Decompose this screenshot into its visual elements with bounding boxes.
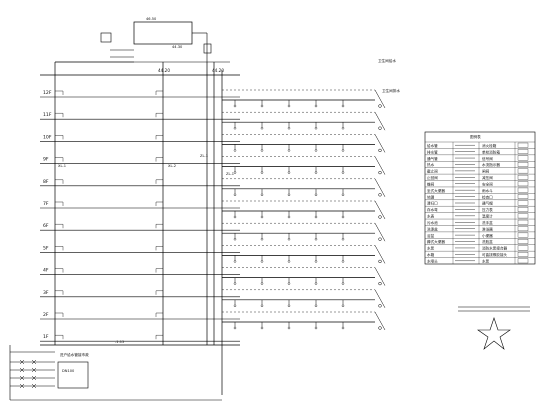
riser-label-2: XL-2 [168, 164, 176, 168]
inlet-valves [10, 359, 55, 389]
legend-item-label: 水箱 [427, 252, 435, 257]
legend-item-label: 水流指示器 [482, 162, 500, 167]
branch-line [222, 200, 386, 220]
legend-item-label: 单栓消防箱 [482, 149, 500, 154]
floor-labels: 12F 11F 10F 9F 8F 7F 6F 5F 4F 3F 2F 1F [43, 90, 52, 340]
legend-item-label: 检查口 [482, 194, 493, 199]
legend-item-label: 蝶阀 [427, 181, 435, 186]
floor-label: 3F [43, 290, 49, 296]
legend-item-label: 洗手盆 [482, 220, 493, 225]
legend-item-label: 水泵 [427, 246, 435, 251]
branch-line [222, 267, 386, 286]
legend-item-label: 消火栓箱 [482, 143, 497, 148]
floor-label: 1F [43, 334, 49, 340]
legend-item-label: 截止阀 [427, 169, 438, 174]
legend-item-label: 给水管 [427, 143, 438, 148]
right-tag-1: 卫生间给水 [378, 58, 396, 63]
floor-lines [40, 90, 240, 342]
legend-item-label: 坐式大便器 [427, 188, 445, 193]
riser-label-1: XL-1 [58, 164, 66, 168]
legend-item-label: 消防水泵接合器 [482, 246, 508, 251]
legend-item-label: 浴盆 [427, 233, 435, 238]
floor-label: 5F [43, 245, 49, 251]
legend-item-label: 可曲挠橡胶接头 [482, 252, 508, 257]
compass-symbol [458, 306, 530, 350]
riser-label-4: ZL-1 [226, 172, 234, 176]
branch-line [222, 178, 386, 197]
branch-line [222, 289, 386, 308]
branch-line [222, 156, 386, 175]
bottom-note: 进户给水管接市政 [60, 352, 89, 357]
tank-elevation-mid: 44.30 [172, 45, 183, 49]
legend-item-label: 存水弯 [427, 207, 438, 212]
legend-item-label: 水喷头 [427, 259, 438, 264]
ground-elevation: -1.15 [115, 340, 124, 344]
legend-item-label: 通气帽 [482, 201, 493, 206]
right-tag-2: 卫生间排水 [382, 88, 400, 93]
legend-item-label: 小便器 [482, 233, 493, 238]
legend-item-label: 地漏 [427, 194, 435, 199]
legend-item-label: 水泵 [482, 259, 490, 264]
legend-title: 图例表 [470, 134, 481, 139]
roof-elevation-right: 44.20 [212, 68, 224, 73]
branch-line [222, 111, 386, 131]
vent-box [203, 43, 212, 54]
pump-box [100, 32, 112, 43]
legend-item-label: 蹲式大便器 [427, 239, 445, 244]
branch-line [222, 134, 386, 153]
branch-line [222, 222, 386, 242]
legend-item-label: 安全阀 [482, 181, 493, 186]
floor-label: 8F [43, 179, 49, 185]
legend-item-label: 温度计 [482, 214, 493, 219]
legend-item-label: 雨水斗 [482, 188, 493, 193]
floor-branches [222, 89, 386, 331]
legend-item-label: 止回阀 [427, 175, 438, 180]
legend-item-label: 通气管 [427, 156, 438, 161]
floor-label: 11F [43, 112, 52, 118]
tank-elevation-top: 46.50 [146, 17, 157, 21]
floor-label: 4F [43, 268, 49, 274]
floor-label: 12F [43, 90, 52, 96]
floor-label: 6F [43, 223, 49, 229]
branch-line [222, 245, 386, 264]
legend-item-label: 洗脸盆 [482, 239, 493, 244]
legend-item-label: 水表 [427, 214, 435, 219]
legend-item-label: 排水管 [427, 149, 438, 154]
legend-item-label: 清扫口 [427, 201, 438, 206]
legend-item-label: 污水池 [427, 220, 438, 225]
meter-box [57, 361, 89, 389]
floor-label: 10F [43, 134, 52, 140]
legend-item-label: 压力表 [482, 207, 493, 212]
legend-item-label: 减压阀 [482, 175, 493, 180]
floor-label: 2F [43, 312, 49, 318]
legend-item-label: 淋浴器 [482, 226, 493, 231]
legend-item-label: 洗涤盆 [427, 226, 438, 231]
riser-label-3: ZL-1 [200, 154, 208, 158]
legend-item-label: 热水 [427, 162, 435, 167]
roof-elevation-left: 44.20 [158, 68, 170, 73]
legend-item-label: 信号阀 [482, 156, 493, 161]
bottom-small: DN100 [62, 369, 75, 373]
floor-label: 9F [43, 157, 49, 163]
roof-tank [133, 21, 193, 45]
branch-line [222, 311, 386, 331]
floor-label: 7F [43, 201, 49, 207]
legend-item-label: 闸阀 [482, 169, 490, 174]
branch-line [222, 89, 386, 109]
